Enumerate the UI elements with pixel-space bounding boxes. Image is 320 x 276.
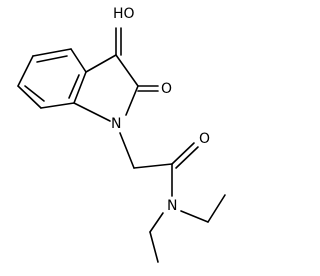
bond-benzene-4: [17, 85, 42, 109]
bond-n-ethyl1-a: [149, 212, 164, 233]
benzene-ring: [17, 48, 87, 109]
bond-benzene-2: [73, 71, 87, 104]
bond-c-o-amide-1: [171, 142, 195, 165]
bond-n-ethyl1-b: [149, 231, 159, 263]
bond-benzene-inner-3: [68, 74, 80, 99]
bond-c3a-c3: [85, 54, 117, 73]
oxime-group: HO N: [113, 6, 135, 56]
acetamide-chain: O N: [119, 131, 210, 214]
chemical-structure-canvas: HO N O N O N: [17, 6, 226, 263]
ketone-oxygen-label: O: [161, 81, 172, 97]
bond-benzene-inner-1: [36, 55, 68, 63]
bond-n1-c7a: [73, 102, 111, 122]
amide-nitrogen-label: N: [167, 198, 177, 214]
bond-n1-ch2: [119, 132, 135, 169]
amide-oxygen-label: O: [199, 131, 210, 147]
ketone-group: O: [137, 81, 172, 97]
bond-n-ethyl2-b: [207, 194, 226, 223]
bond-c2-n1: [125, 85, 139, 116]
bond-benzene-1: [70, 48, 87, 73]
bond-benzene-6: [32, 48, 72, 57]
ethyl-groups: [149, 194, 226, 263]
pyrrolidinone-ring: [73, 54, 139, 122]
molecule-drawing: HO N O N O N: [17, 6, 226, 263]
bond-c3-c2: [115, 54, 139, 87]
bond-benzene-5: [17, 55, 34, 87]
bond-n-ethyl2-a: [180, 210, 209, 223]
ring-nitrogen-label: N: [111, 116, 121, 132]
oxime-label: HO: [113, 6, 135, 22]
bond-c-o-amide-2: [175, 146, 199, 169]
bond-benzene-3: [40, 102, 75, 109]
bond-ch2-c-amide: [133, 163, 173, 169]
bond-benzene-inner-2: [24, 85, 45, 102]
